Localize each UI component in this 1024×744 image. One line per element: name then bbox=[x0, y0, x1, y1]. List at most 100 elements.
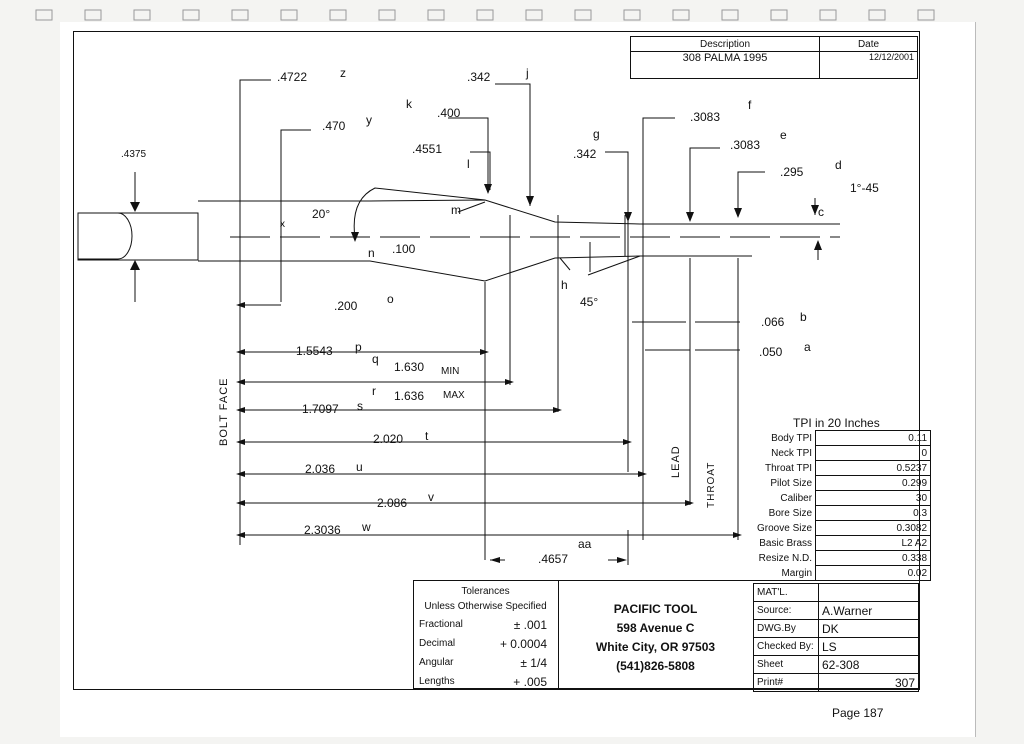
ext-line-y bbox=[280, 129, 311, 302]
tolerance-label: Lengths bbox=[419, 676, 455, 687]
arrowhead bbox=[624, 212, 632, 222]
info-value: A.Warner bbox=[818, 601, 919, 620]
tolerance-value: + 0.0004 bbox=[499, 636, 547, 651]
lead-label: LEAD bbox=[670, 445, 682, 478]
arrowhead bbox=[638, 471, 647, 477]
binder-hole bbox=[427, 9, 445, 21]
tpi-row-label: Pilot Size bbox=[770, 477, 813, 489]
tolerance-row: Angular± 1/4 bbox=[415, 654, 551, 671]
dim-g-letter: g bbox=[593, 127, 600, 141]
dim-c-value: 1°-45 bbox=[850, 181, 879, 195]
arrowhead bbox=[490, 557, 500, 563]
dim-e-value: .3083 bbox=[730, 138, 761, 152]
arrowhead bbox=[526, 196, 534, 206]
arrowhead bbox=[484, 184, 492, 194]
dim-q-letter: q bbox=[372, 352, 379, 366]
arrowhead bbox=[236, 349, 245, 355]
dim-s-value: 1.7097 bbox=[302, 402, 339, 416]
pilot-outline bbox=[77, 212, 133, 260]
dim-n-letter: n bbox=[368, 246, 375, 260]
dim-f-letter: f bbox=[748, 98, 752, 112]
arrowhead bbox=[811, 205, 819, 215]
binder-hole bbox=[329, 9, 347, 21]
dim-t-letter: t bbox=[425, 429, 429, 443]
dim-aa-letter: aa bbox=[578, 537, 592, 551]
dim-j-value: .342 bbox=[467, 70, 491, 84]
description-block: Description Date 308 PALMA 1995 12/12/20… bbox=[630, 36, 918, 79]
dim-k-letter: k bbox=[406, 97, 412, 111]
date-header: Date bbox=[819, 36, 918, 52]
tpi-row: Resize N.D.0.338 bbox=[754, 550, 932, 566]
tpi-row-value: 0.3082 bbox=[815, 520, 932, 536]
arrowhead bbox=[236, 379, 245, 385]
dim-pilot-value: .4375 bbox=[121, 149, 147, 160]
tpi-row-value: 0.02 bbox=[815, 565, 932, 581]
dim-aa-value: .4657 bbox=[538, 552, 569, 566]
binder-hole bbox=[231, 9, 249, 21]
info-label: Checked By: bbox=[753, 637, 819, 656]
binder-hole bbox=[476, 9, 494, 21]
binder-hole bbox=[917, 9, 935, 21]
dim-f-value: .3083 bbox=[690, 110, 721, 124]
dim-j-letter: j bbox=[526, 66, 529, 80]
dim-v-value: 2.086 bbox=[377, 496, 408, 510]
binder-hole bbox=[574, 9, 592, 21]
tpi-header: TPI in 20 Inches bbox=[793, 416, 880, 430]
ext-line-j bbox=[495, 83, 531, 206]
chamber-profile-top bbox=[198, 199, 840, 225]
dim-n-value: .100 bbox=[392, 242, 416, 256]
bolt-face-label: BOLT FACE bbox=[218, 377, 230, 446]
arrowhead bbox=[236, 439, 245, 445]
dim-a-value: .050 bbox=[759, 345, 783, 359]
dim-u-value: 2.036 bbox=[305, 462, 336, 476]
tolerances-block: Tolerances Unless Otherwise Specified Fr… bbox=[413, 580, 559, 689]
tpi-row-value: 0.3 bbox=[815, 505, 932, 521]
info-label: Sheet bbox=[753, 655, 819, 674]
arrowhead bbox=[685, 500, 694, 506]
tolerance-label: Angular bbox=[419, 657, 454, 668]
ext-line-g bbox=[605, 151, 629, 472]
dim-v-letter: v bbox=[428, 490, 434, 504]
dim-u-letter: u bbox=[356, 460, 363, 474]
throat-label: THROAT bbox=[706, 461, 717, 508]
dim-r-value: 1.636 bbox=[394, 389, 425, 403]
angle-20-arc bbox=[353, 187, 486, 239]
tpi-row-value: 0 bbox=[815, 445, 932, 461]
company-address1: 598 Avenue C bbox=[616, 621, 695, 635]
drawing-frame bbox=[73, 31, 920, 690]
binder-hole bbox=[133, 9, 151, 21]
arrowhead bbox=[130, 202, 140, 212]
tpi-row-label: Body TPI bbox=[771, 432, 813, 444]
ext-line-f bbox=[642, 117, 675, 540]
dim-t-value: 2.020 bbox=[373, 432, 404, 446]
dim-w-value: 2.3036 bbox=[304, 523, 341, 537]
tpi-row-value: 0.299 bbox=[815, 475, 932, 491]
dim-x-letter: x bbox=[280, 219, 285, 230]
binder-hole bbox=[35, 9, 53, 21]
ext-line-e bbox=[689, 147, 720, 220]
dim-h-letter: h bbox=[561, 278, 568, 292]
tolerance-label: Decimal bbox=[419, 638, 456, 649]
leader-m bbox=[457, 201, 486, 213]
angle-45-label: 45° bbox=[580, 295, 599, 309]
tolerance-value: ± .001 bbox=[513, 617, 547, 632]
date-value: 12/12/2001 bbox=[819, 51, 918, 79]
chamber-profile-bottom bbox=[198, 255, 752, 282]
dim-o-value: .200 bbox=[334, 299, 358, 313]
tpi-row-value: 0.11 bbox=[815, 430, 932, 446]
binder-hole bbox=[868, 9, 886, 21]
tpi-row-label: Basic Brass bbox=[759, 537, 813, 549]
info-label: Print# bbox=[753, 673, 819, 692]
info-row: Source:A.Warner bbox=[753, 601, 919, 620]
